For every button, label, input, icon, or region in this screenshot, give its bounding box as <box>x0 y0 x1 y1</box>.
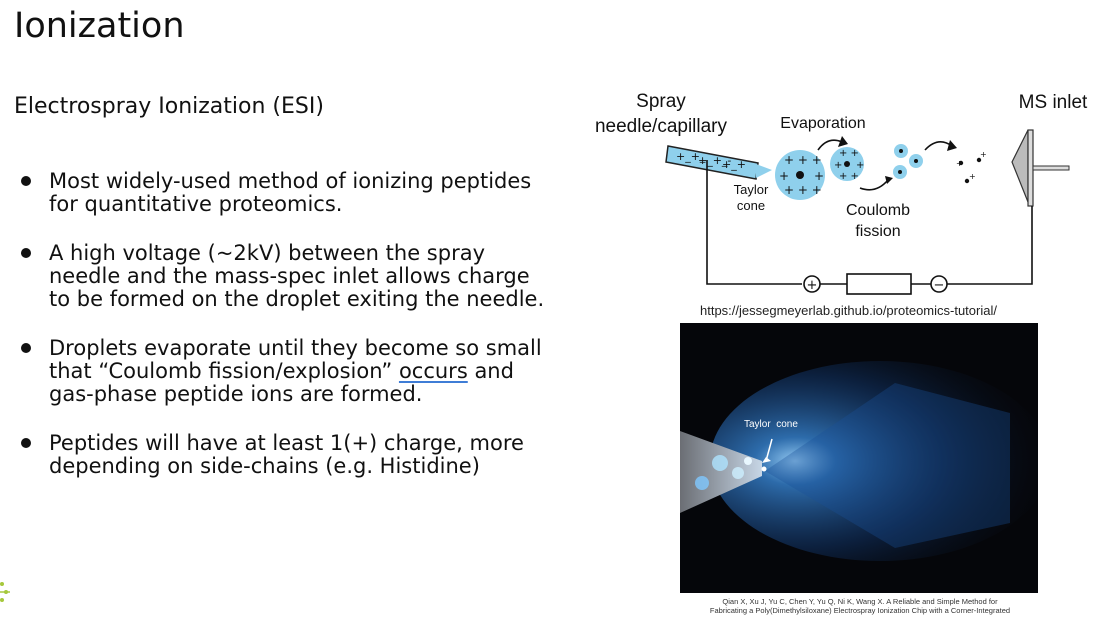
taylor-cone-label-1: Taylor <box>734 182 769 197</box>
positive-terminal-icon: + <box>807 278 818 293</box>
svg-text:+ + +: + + + <box>784 153 822 167</box>
needle-label-line2: needle/capillary <box>595 116 728 137</box>
small-droplets <box>893 144 923 179</box>
coulomb-label-2: fission <box>855 223 900 240</box>
taylor-cone-label-2: cone <box>737 198 765 213</box>
high-voltage-circuit <box>706 160 1033 295</box>
coulomb-label-1: Coulomb <box>846 202 910 219</box>
bullet-dot-icon <box>21 248 31 258</box>
svg-text:+_+_: +_+_ <box>676 150 706 163</box>
svg-text:+ +: + + <box>839 171 859 182</box>
citation-line-2: Fabricating a Poly(Dimethylsiloxane) Ele… <box>709 606 1011 615</box>
taylor-cone-photo: Taylor cone <box>680 323 1038 593</box>
gas-phase-ions: + + + <box>956 150 987 184</box>
photo-citation: Qian X, Xu J, Yu C, Chen Y, Yu Q, Ni K, … <box>690 597 1030 615</box>
bullet-text: A high voltage (~2kV) between the spray … <box>49 241 545 311</box>
svg-text:+ + +: + + + <box>784 183 822 197</box>
bullet-dot-icon <box>21 176 31 186</box>
svg-text:+: + <box>814 169 824 183</box>
bullet-text-end: and gas-phase peptide ions are formed. <box>49 359 514 406</box>
medium-droplet: + + + + + + <box>830 147 864 182</box>
bullet-text-start: Droplets evaporate until they become so … <box>49 336 542 383</box>
slide-subtitle: Electrospray Ionization (ESI) <box>14 94 324 119</box>
large-droplet: + + + + + + + + <box>775 150 825 200</box>
svg-text:+: + <box>779 169 789 183</box>
spellcheck-underlined-word: occurs <box>398 359 468 383</box>
svg-text:+: + <box>956 159 963 168</box>
ion-arrowhead <box>947 140 957 151</box>
svg-text:+_+: +_+ <box>722 158 746 171</box>
spray-needle: +_+_ +_+_- +_+ <box>665 145 772 180</box>
bullet-dot-icon <box>21 438 31 448</box>
svg-text:+: + <box>856 160 864 171</box>
bullet-item: Peptides will have at least 1(+) charge,… <box>14 432 554 478</box>
evaporation-label: Evaporation <box>780 115 865 132</box>
needle-label-line1: Spray <box>636 91 686 112</box>
esi-diagram: Spray needle/capillary Evaporation MS in… <box>595 91 1088 295</box>
svg-text:+: + <box>834 160 842 171</box>
photo-annotation: Taylor cone <box>744 419 798 430</box>
svg-text:+: + <box>969 172 976 181</box>
spray-photo-image <box>680 361 1038 561</box>
bullet-text: Peptides will have at least 1(+) charge,… <box>49 431 524 478</box>
bullet-item: Droplets evaporate until they become so … <box>14 337 554 406</box>
bullet-item: Most widely-used method of ionizing pept… <box>14 170 554 216</box>
bullet-dot-icon <box>21 343 31 353</box>
evaporation-arrow <box>817 139 843 151</box>
slide-title: Ionization <box>14 6 185 46</box>
negative-terminal-icon: − <box>934 278 945 293</box>
fission-arrowhead <box>885 176 893 184</box>
citation-line-1: Qian X, Xu J, Yu C, Chen Y, Yu Q, Ni K, … <box>722 597 998 606</box>
bullet-list: Most widely-used method of ionizing pept… <box>14 170 554 504</box>
svg-text:+ +: + + <box>839 148 859 159</box>
diagram-source-url: https://jessegmeyerlab.github.io/proteom… <box>700 303 997 318</box>
bullet-text: Most widely-used method of ionizing pept… <box>49 169 532 216</box>
ms-inlet-label: MS inlet <box>1019 92 1088 113</box>
bullet-item: A high voltage (~2kV) between the spray … <box>14 242 554 311</box>
corner-decoration-icon <box>0 582 10 602</box>
svg-text:+: + <box>980 150 987 159</box>
ms-inlet <box>1011 129 1070 207</box>
fission-arrow <box>859 179 889 191</box>
evaporation-arrowhead <box>838 136 848 147</box>
